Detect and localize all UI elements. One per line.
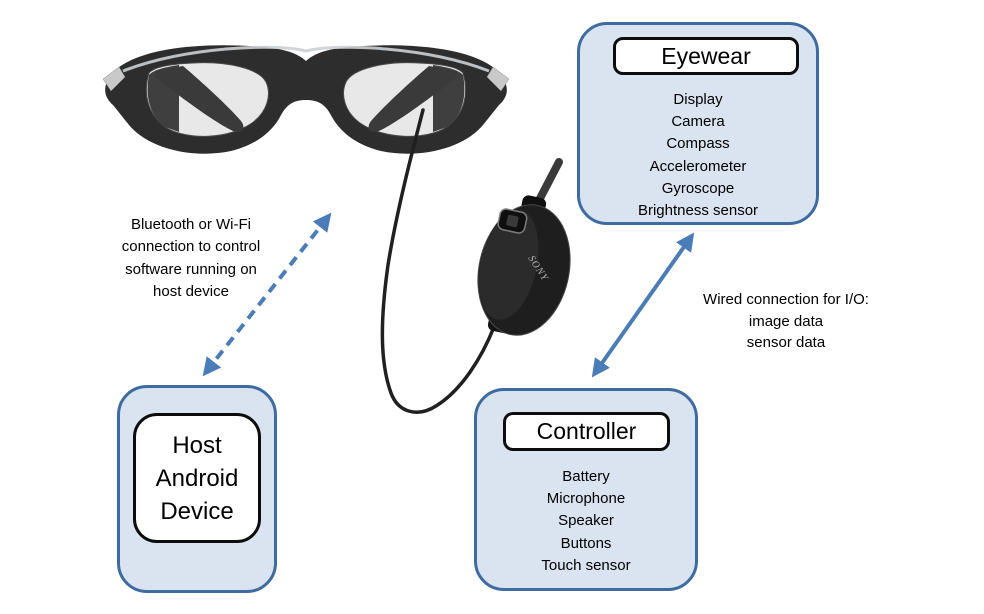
glasses-left-temple-arm — [155, 66, 244, 132]
controller-button — [497, 208, 528, 234]
eyewear-feature: Display — [673, 91, 723, 108]
glasses-left-lens — [145, 62, 269, 137]
smart-glasses-image — [102, 45, 510, 154]
controller-top-knob — [521, 195, 547, 214]
eyewear-feature: Gyroscope — [661, 179, 735, 197]
controller-clip — [531, 158, 563, 212]
wired-connection-label: Wired connection for I/O: image data sen… — [703, 291, 869, 352]
glasses-right-lens — [343, 62, 467, 137]
controller-feature: Speaker — [558, 512, 614, 530]
controller-bottom-connector — [487, 313, 513, 334]
glasses-right-folded-temple — [433, 65, 465, 132]
controller-box: Controller Battery Microphone Speaker Bu… — [474, 388, 698, 591]
controller-feature: Buttons — [560, 534, 612, 552]
glasses-cable — [380, 108, 496, 414]
controller-feature: Battery — [562, 468, 610, 485]
controller-feature: Touch sensor — [541, 556, 631, 574]
host-device-title-box: Host Android Device — [133, 413, 261, 543]
eyewear-feature: Camera — [671, 113, 725, 131]
controller-feature: Microphone — [546, 490, 626, 508]
eyewear-feature-list: Display Camera Compass Accelerometer Gyr… — [580, 89, 816, 222]
glasses-brow-accent — [122, 45, 490, 73]
glasses-left-folded-temple — [147, 65, 179, 132]
eyewear-box: Eyewear Display Camera Compass Accelerom… — [577, 22, 819, 225]
controller-device-image: SONY — [477, 158, 571, 336]
controller-body — [477, 204, 571, 336]
glasses-right-tip — [486, 66, 510, 92]
glasses-right-temple-arm — [368, 66, 457, 132]
controller-body-highlight — [479, 209, 539, 320]
glasses-left-tip — [102, 66, 126, 92]
controller-title: Controller — [536, 418, 637, 444]
glasses-frame — [105, 45, 507, 154]
eyewear-feature: Brightness sensor — [637, 202, 759, 220]
bluetooth-connection-label: Bluetooth or Wi-Fi connection to control… — [121, 216, 261, 300]
eyewear-feature: Compass — [666, 135, 730, 153]
host-device-box: Host Android Device — [117, 385, 277, 593]
host-device-line: Device — [160, 497, 234, 525]
wired-arrow — [591, 232, 695, 378]
eyewear-feature: Accelerometer — [649, 157, 747, 175]
eyewear-title-box: Eyewear — [613, 37, 799, 75]
controller-title-box: Controller — [503, 412, 670, 451]
controller-button-inner — [506, 214, 519, 228]
sony-logo: SONY — [525, 254, 550, 284]
host-device-line: Host — [172, 431, 222, 459]
eyewear-title: Eyewear — [661, 42, 751, 69]
controller-feature-list: Battery Microphone Speaker Buttons Touch… — [477, 466, 695, 577]
host-device-line: Android — [155, 464, 239, 492]
